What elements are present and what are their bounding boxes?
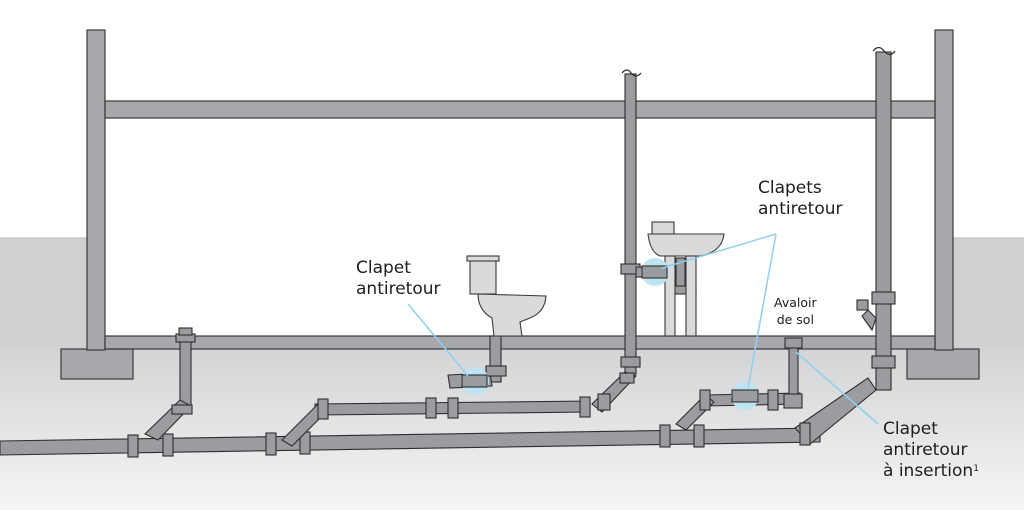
label-line-with-footnote: à insertion1 [883, 461, 979, 482]
ground [0, 237, 1024, 510]
label-line: antiretour [356, 279, 441, 299]
valve-floor [731, 389, 759, 403]
backwater-valves [461, 258, 759, 410]
label-line: à insertion [883, 461, 974, 481]
label-clapet-antiretour-insertion: Clapet antiretour à insertion1 [883, 419, 979, 482]
label-line: antiretour [758, 199, 843, 219]
valve-toilet [461, 374, 488, 388]
label-line: Clapet [883, 419, 938, 439]
label-line: antiretour [883, 440, 968, 460]
label-line: de sol [776, 312, 814, 327]
footing-right [906, 348, 980, 380]
cleanout-riser [144, 327, 196, 441]
label-clapet-antiretour-toilet: Clapet antiretour [356, 258, 441, 300]
toilet-icon [466, 255, 547, 337]
soil-right [950, 238, 1024, 350]
wall-left [86, 29, 106, 351]
soil-under-slab [0, 348, 1024, 510]
floor-joist [104, 100, 936, 119]
label-clapets-antiretour-sink: Clapets antiretour [758, 178, 843, 220]
soil-left [0, 238, 92, 350]
building-structure [60, 29, 980, 380]
footing-left [60, 348, 134, 380]
label-line: Clapets [758, 178, 822, 198]
sink-drain-stack [591, 69, 642, 413]
leader-lines [407, 233, 879, 425]
label-avaloir-de-sol: Avaloir de sol [774, 294, 817, 328]
basement-slab [104, 335, 936, 350]
sink-icon [647, 221, 725, 337]
main-stack [856, 46, 896, 391]
label-line: Clapet [356, 258, 411, 278]
label-line: Avaloir [774, 295, 817, 310]
valve-sink [641, 265, 668, 279]
footnote-marker: 1 [973, 464, 979, 474]
wall-right [934, 29, 954, 351]
